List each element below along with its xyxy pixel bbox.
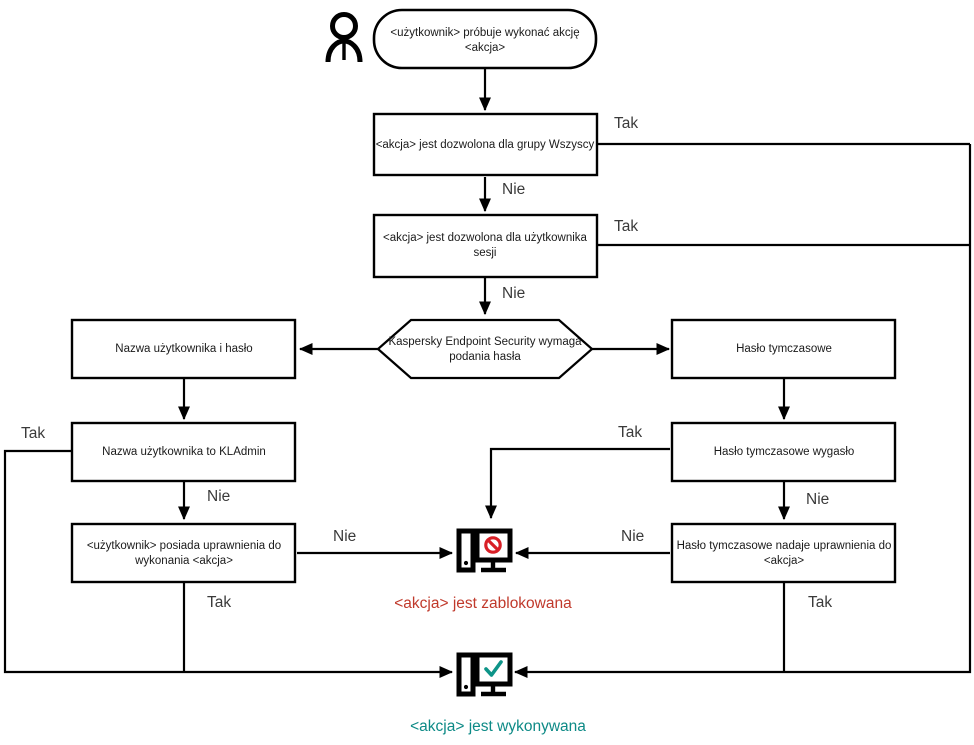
edge-right-rail [513,144,972,679]
edge-label-expired-no: Nie [806,491,829,508]
node-user-has-permissions-line1: <użytkownik> posiada uprawnienia do [87,540,281,552]
node-username-and-password[interactable]: Nazwa użytkownika i hasło [70,318,297,380]
edge-labels-layer: Tak Nie Tak Nie Tak Nie Nie Tak Tak Nie … [21,115,832,611]
edge-label-session-yes: Tak [614,218,638,235]
computer-allowed-icon [456,652,513,697]
node-temporary-password-expired-label: Hasło tymczasowe wygasło [714,446,855,458]
edge-expired-yes [484,447,670,520]
edge-label-grants-no: Nie [621,528,644,545]
edges-layer [3,68,972,679]
outcome-blocked-label: <akcja> jest zablokowana [394,595,572,612]
edge-label-session-no: Nie [502,285,525,302]
node-allowed-for-session-user-line1: <akcja> jest dozwolona dla użytkownika [383,232,588,244]
edge-label-permissions-yes: Tak [207,594,231,611]
node-temporary-password-expired[interactable]: Hasło tymczasowe wygasło [670,421,897,483]
edge-kladmin-yes [3,449,454,679]
computer-blocked-icon [456,528,513,573]
node-requires-password-line1: Kaspersky Endpoint Security wymaga [388,336,582,348]
edge-label-kladmin-yes: Tak [21,425,45,442]
node-start-line2: <akcja> [465,42,506,54]
node-allowed-for-session-user[interactable]: <akcja> jest dozwolona dla użytkownika s… [372,213,599,279]
edge-label-everyone-yes: Tak [614,115,638,132]
edge-label-permissions-no: Nie [333,528,356,545]
node-requires-password-line2: podania hasła [449,351,521,363]
outcome-allowed-label: <akcja> jest wykonywana [410,718,586,735]
node-temporary-password-grants[interactable]: Hasło tymczasowe nadaje uprawnienia do <… [670,522,897,584]
edge-label-everyone-no: Nie [502,181,525,198]
node-requires-password[interactable]: Kaspersky Endpoint Security wymaga podan… [376,318,594,380]
node-temporary-password-grants-line2: <akcja> [764,555,805,567]
node-user-has-permissions-line2: wykonania <akcja> [134,555,233,567]
node-temporary-password-grants-line1: Hasło tymczasowe nadaje uprawnienia do [677,540,892,552]
node-allowed-for-everyone[interactable]: <akcja> jest dozwolona dla grupy Wszyscy [372,112,599,177]
edge-label-grants-yes: Tak [808,594,832,611]
node-username-is-kladmin[interactable]: Nazwa użytkownika to KLAdmin [70,421,297,483]
person-icon [325,12,363,63]
node-temporary-password[interactable]: Hasło tymczasowe [670,318,897,380]
node-allowed-for-session-user-line2: sesji [473,247,496,259]
node-start[interactable]: <użytkownik> próbuje wykonać akcję <akcj… [372,8,598,70]
node-username-and-password-label: Nazwa użytkownika i hasło [115,343,252,355]
edge-label-expired-yes: Tak [618,424,642,441]
node-user-has-permissions[interactable]: <użytkownik> posiada uprawnienia do wyko… [70,522,297,584]
edge-label-kladmin-no: Nie [207,488,230,505]
node-temporary-password-label: Hasło tymczasowe [736,343,832,355]
node-username-is-kladmin-label: Nazwa użytkownika to KLAdmin [102,446,266,458]
node-allowed-for-everyone-label: <akcja> jest dozwolona dla grupy Wszyscy [376,139,595,151]
node-start-line1: <użytkownik> próbuje wykonać akcję [390,27,579,39]
